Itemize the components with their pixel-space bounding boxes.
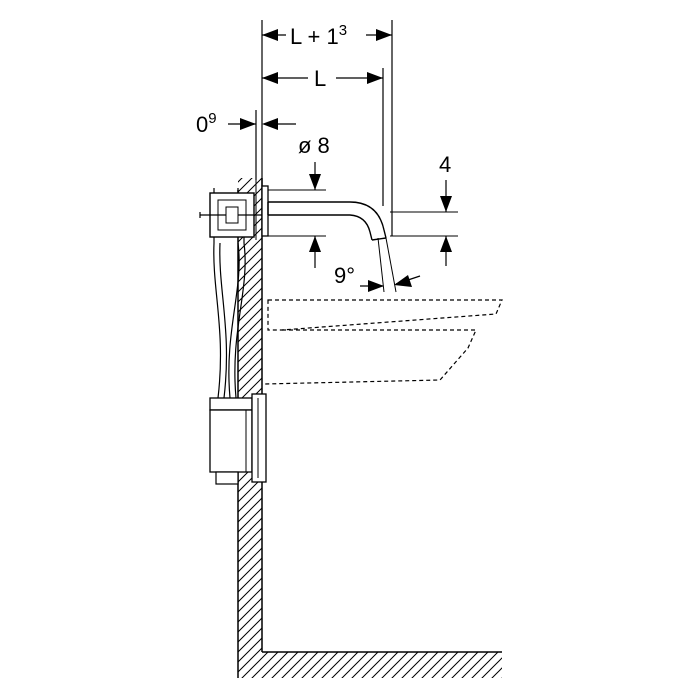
washbasin-outline (263, 299, 503, 385)
dimension-length: L (262, 66, 384, 206)
control-box (209, 393, 267, 485)
dimension-offset: 09 (196, 110, 296, 180)
total-width-label: L + 13 (290, 22, 347, 49)
dimension-total-width: L + 13 (261, 20, 393, 236)
dimension-height: 4 (390, 152, 458, 266)
floor-section (262, 651, 502, 678)
dimension-angle: 9° (334, 237, 421, 293)
dimension-diameter: ø 8 (268, 133, 330, 268)
angle-label: 9° (334, 263, 355, 288)
height-label: 4 (439, 152, 451, 177)
length-label: L (314, 66, 326, 91)
concealed-valve-body (199, 188, 262, 243)
offset-label: 09 (196, 110, 217, 137)
faucet-spout (267, 201, 387, 241)
flexible-hoses (213, 242, 246, 399)
diameter-label: ø 8 (298, 133, 330, 158)
